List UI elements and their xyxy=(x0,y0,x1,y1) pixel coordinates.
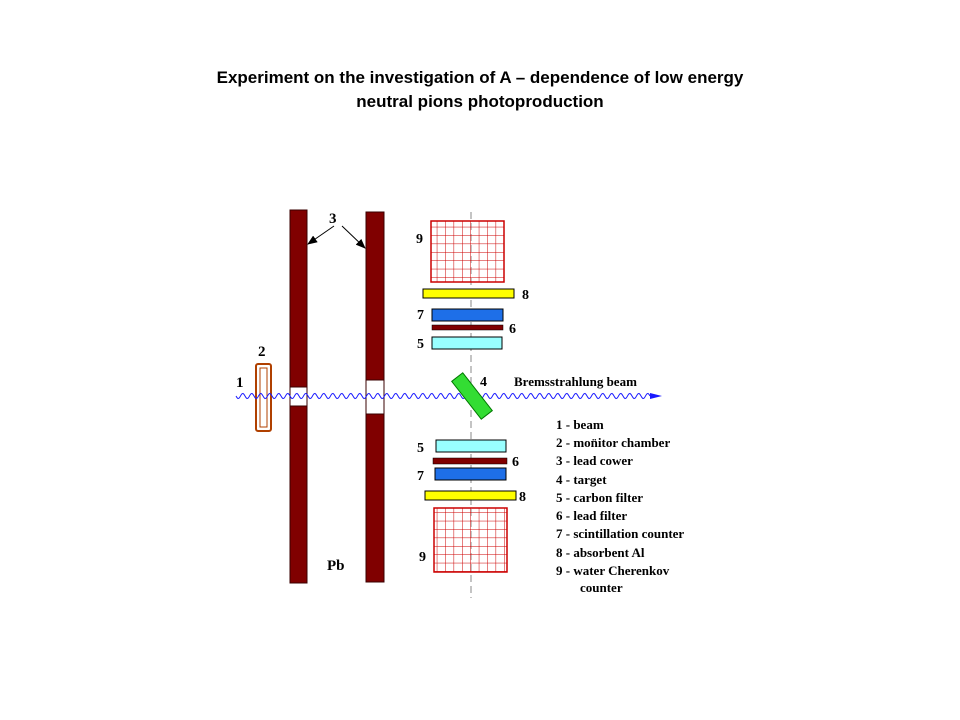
legend-item-5: 5 - carbon filter xyxy=(556,490,643,505)
label-5-bottom: 5 xyxy=(417,441,424,456)
legend-item-7: 7 - scintillation counter xyxy=(556,526,684,541)
label-7-bottom: 7 xyxy=(417,469,424,484)
arrow-to-right-wall xyxy=(341,225,366,249)
beam-line xyxy=(235,392,651,400)
label-9-bottom: 9 xyxy=(419,550,426,565)
label-5-top: 5 xyxy=(417,337,424,352)
label-4: 4 xyxy=(480,375,487,390)
absorber-al-bottom xyxy=(424,490,517,501)
beam-arrowhead xyxy=(650,393,662,399)
carbon-filter-top xyxy=(431,336,503,350)
label-bremsstrahlung-beam: Bremsstrahlung beam xyxy=(514,374,637,389)
legend-item-8: 8 - absorbent Al xyxy=(556,545,645,560)
label-8-top: 8 xyxy=(522,288,529,303)
label-7-top: 7 xyxy=(417,308,424,323)
scintillation-counter-bottom xyxy=(434,467,507,481)
label-1: 1 xyxy=(236,375,244,391)
label-6-bottom: 6 xyxy=(512,455,519,470)
legend-item-6: 6 - lead filter xyxy=(556,508,627,523)
legend-item-2: 2 - mon̈itor chamber xyxy=(556,435,670,450)
label-3: 3 xyxy=(329,211,337,227)
label-6-top: 6 xyxy=(509,322,516,337)
label-8-bottom: 8 xyxy=(519,490,526,505)
lead-filter-top xyxy=(431,324,504,331)
arrow-to-left-wall xyxy=(307,225,335,245)
lead-filter-bottom xyxy=(432,457,508,465)
legend: 1 - beam 2 - mon̈itor chamber 3 - lead c… xyxy=(556,417,684,595)
target xyxy=(451,372,493,420)
legend-item-9-cont: counter xyxy=(580,580,623,595)
label-9-top: 9 xyxy=(416,232,423,247)
cherenkov-counter-top xyxy=(430,220,505,283)
cherenkov-counter-bottom xyxy=(433,507,508,573)
absorber-al-top xyxy=(422,288,515,299)
legend-item-1: 1 - beam xyxy=(556,417,604,432)
scintillation-counter-top xyxy=(431,308,504,322)
label-pb: Pb xyxy=(327,558,345,574)
slide-title: Experiment on the investigation of A – d… xyxy=(0,66,960,114)
carbon-filter-bottom xyxy=(435,439,507,453)
title-line-1: Experiment on the investigation of A – d… xyxy=(216,68,744,87)
lead-wall-left-aperture xyxy=(289,386,308,407)
legend-item-9: 9 - water Cherenkov xyxy=(556,563,670,578)
title-line-2: neutral pions photoproduction xyxy=(356,92,604,111)
legend-item-3: 3 - lead cower xyxy=(556,453,633,468)
legend-item-4: 4 - target xyxy=(556,472,607,487)
label-2: 2 xyxy=(258,344,266,360)
